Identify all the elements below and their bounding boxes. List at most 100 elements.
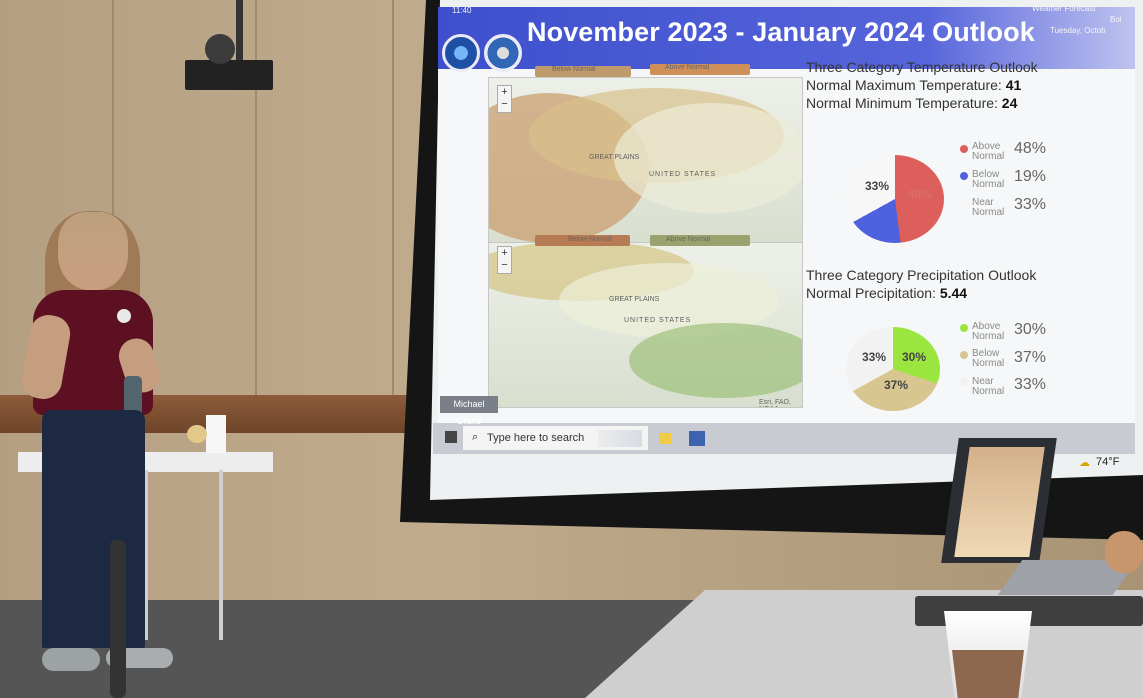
- wall-panel-seam: [392, 0, 394, 395]
- temperature-legend-below-label-2: Normal: [972, 179, 1005, 190]
- temperature-legend-above-label-2: Normal: [972, 151, 1005, 162]
- temperature-pie-chart: [846, 155, 944, 243]
- temperature-min-label: Normal Minimum Temperature:: [806, 95, 998, 111]
- noaa-logo-icon: [442, 34, 480, 72]
- windows-start-icon[interactable]: [445, 431, 457, 443]
- microphone-stand: [110, 540, 126, 698]
- wrapped-snack: [187, 425, 207, 443]
- map-bottom-legend-left: [535, 235, 630, 246]
- slide-title: November 2023 - January 2024 Outlook: [527, 17, 1035, 47]
- status-time: 11:40: [452, 6, 472, 15]
- temperature-legend-above-dot: [960, 145, 968, 153]
- precipitation-normal-label: Normal Precipitation:: [806, 285, 936, 301]
- temperature-map[interactable]: GREAT PLAINS UNITED STATES +−: [488, 77, 803, 243]
- precipitation-map[interactable]: GREAT PLAINS UNITED STATES Esri, FAO, NO…: [488, 242, 803, 408]
- temperature-legend-near-dot: [960, 200, 968, 208]
- temperature-outlook-heading: Three Category Temperature Outlook Norma…: [806, 58, 1038, 112]
- top-right-line-2: Boi: [1110, 15, 1122, 24]
- map-band-normal: [614, 103, 802, 213]
- shirt-logo-icon: [117, 309, 131, 323]
- map-top-legend-right: [650, 64, 750, 75]
- top-right-line-3: Tuesday, Octob: [1050, 26, 1106, 35]
- temperature-pie-above-label: 48%: [908, 187, 933, 201]
- precipitation-legend-above-label-2: Normal: [972, 331, 1005, 342]
- weather-icon: ☁: [1079, 457, 1090, 469]
- taskbar-app-icons[interactable]: [598, 430, 642, 447]
- precipitation-legend-above-dot: [960, 324, 968, 332]
- temperature-max-value: 41: [1005, 77, 1022, 93]
- map-bottom-legend-right-label: Above Normal: [666, 236, 711, 243]
- precipitation-legend-above-label-1: Above: [972, 321, 1001, 332]
- precipitation-legend-near-dot: [960, 378, 968, 386]
- table-leg: [219, 470, 223, 640]
- precipitation-outlook-heading: Three Category Precipitation Outlook Nor…: [806, 266, 1036, 302]
- temperature-min-line: Normal Minimum Temperature: 24: [806, 94, 1038, 112]
- map-region-label-1: GREAT PLAINS: [609, 296, 660, 303]
- top-right-line-1: Weather Forecast: [1032, 4, 1096, 13]
- browser-icon[interactable]: [689, 431, 705, 446]
- laptop-display: [954, 447, 1045, 557]
- camera-mount: [185, 60, 273, 90]
- precipitation-pie-below-label: 37%: [884, 378, 909, 392]
- coffee-cup-sleeve: [952, 650, 1024, 698]
- map-zoom-control[interactable]: +−: [497, 85, 512, 113]
- temperature-title-text: Three Category Temperature Outlook: [806, 59, 1038, 75]
- camera-mount-arm: [236, 0, 243, 72]
- temperature-min-value: 24: [1001, 95, 1018, 111]
- map-bottom-legend-right: [650, 235, 750, 246]
- map-zoom-control[interactable]: +−: [497, 246, 512, 274]
- precipitation-pie-above-label: 30%: [902, 350, 927, 364]
- precipitation-pie-near-label: 33%: [862, 350, 887, 364]
- temperature-legend-below-value: 19%: [1014, 168, 1047, 185]
- map-credit: Esri, FAO, NOAA: [759, 399, 791, 407]
- table-leg: [144, 470, 148, 640]
- hand-sanitizer-bottle: [206, 415, 226, 453]
- camera-icon: [205, 34, 235, 64]
- precipitation-legend-below-label-2: Normal: [972, 358, 1005, 369]
- folder-icon[interactable]: [659, 433, 671, 444]
- temperature-max-line: Normal Maximum Temperature: 41: [806, 76, 1038, 94]
- precipitation-legend-below-value: 37%: [1014, 349, 1047, 366]
- precipitation-legend-near-label-1: Near: [972, 376, 994, 387]
- precipitation-legend-above-value: 30%: [1014, 321, 1047, 338]
- precipitation-normal-value: 5.44: [939, 285, 968, 301]
- precipitation-title-text: Three Category Precipitation Outlook: [806, 267, 1037, 283]
- temperature-legend-near-label-2: Normal: [972, 207, 1005, 218]
- presenter-name-chip: Michael Crane: [440, 396, 498, 426]
- map-region-label-2: UNITED STATES: [649, 171, 717, 178]
- nws-logo-icon: [484, 34, 522, 72]
- person-head: [58, 212, 128, 290]
- precipitation-legend-near-label-2: Normal: [972, 386, 1005, 397]
- temperature-legend-near-label-1: Near: [972, 197, 994, 208]
- precipitation-normal-line: Normal Precipitation: 5.44: [806, 284, 1036, 302]
- shoe: [42, 648, 100, 671]
- map-top-legend-left: [535, 66, 631, 77]
- map-band-above: [629, 323, 802, 398]
- search-icon: ⌕: [472, 431, 479, 443]
- temperature-legend-near-value: 33%: [1014, 196, 1047, 213]
- map-top-legend-left-label: Below Normal: [552, 66, 596, 73]
- temperature-legend-below-label-1: Below: [972, 169, 1000, 180]
- precipitation-pie-chart: [846, 327, 940, 411]
- map-region-label-2: UNITED STATES: [624, 317, 692, 324]
- temperature-legend-above-value: 48%: [1014, 140, 1047, 157]
- taskbar-search-placeholder: Type here to search: [487, 432, 585, 444]
- temperature-max-label: Normal Maximum Temperature:: [806, 77, 1002, 93]
- precipitation-legend-below-label-1: Below: [972, 348, 1000, 359]
- temperature-pie-near-label: 33%: [865, 179, 890, 193]
- precipitation-legend-near-value: 33%: [1014, 376, 1047, 393]
- wall-panel-seam: [112, 0, 114, 395]
- slide-title-band: [438, 7, 1135, 69]
- temperature-legend-above-label-1: Above: [972, 141, 1001, 152]
- weather-temperature: 74°F: [1096, 456, 1120, 468]
- map-region-label-1: GREAT PLAINS: [589, 154, 640, 161]
- map-top-legend-right-label: Above Normal: [665, 64, 710, 71]
- temperature-legend-below-dot: [960, 172, 968, 180]
- wall-panel-seam: [255, 0, 257, 395]
